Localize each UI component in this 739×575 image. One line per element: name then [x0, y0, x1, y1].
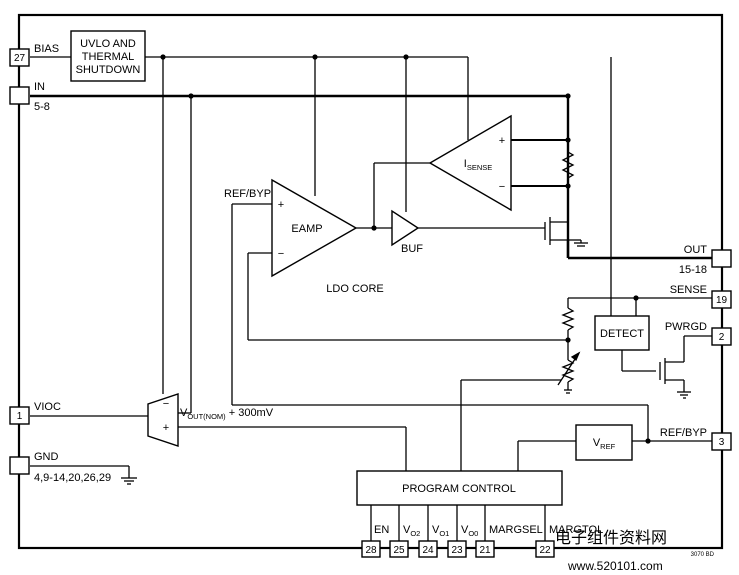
program-control-block — [356, 470, 563, 506]
divider-resistor-top — [561, 307, 575, 331]
pin-label-vioc: VIOC — [34, 401, 61, 413]
junction-dot — [645, 438, 651, 444]
pin-label-vo2: VO2 — [403, 524, 420, 538]
pin-number: 2 — [719, 332, 725, 343]
isense-amplifier — [428, 114, 512, 212]
pin-number: 1 — [17, 411, 23, 422]
eamp-amplifier — [271, 178, 358, 278]
isense-plus: + — [499, 135, 505, 147]
pin-out — [711, 249, 732, 268]
junction-dot — [371, 225, 377, 231]
junction-dot — [565, 137, 571, 143]
pin-label-sense: SENSE — [670, 284, 707, 296]
pin-number: 3 — [719, 437, 725, 448]
pin-label-margtol: MARGTOL — [549, 524, 603, 536]
watermark-url: www.520101.com — [567, 559, 663, 573]
uvlo-label-line1: UVLO AND — [80, 38, 136, 50]
pin-margtol — [535, 540, 555, 558]
junction-dot — [565, 183, 571, 189]
watermark-chinese: 电子组件资料网 — [555, 529, 667, 547]
junction-dot — [403, 54, 409, 60]
pin-label-margsel: MARGSEL — [489, 524, 543, 536]
junction-dot — [565, 337, 571, 343]
pin-gnd — [9, 456, 30, 475]
pin-vioc — [9, 406, 30, 425]
pin-label-bias: BIAS — [34, 43, 59, 55]
pin-number: 25 — [393, 545, 405, 556]
pin-label-in-pins: 5-8 — [34, 101, 50, 113]
pin-refbyp — [711, 432, 732, 451]
junction-dot — [160, 54, 166, 60]
pin-margsel — [475, 540, 495, 558]
vioc-amplifier — [147, 393, 179, 447]
pin-vo2 — [389, 540, 409, 558]
pin-number: 24 — [422, 545, 434, 556]
pin-label-in: IN — [34, 81, 45, 93]
pin-label-out-pins: 15-18 — [679, 264, 707, 276]
pin-in — [9, 86, 30, 105]
pin-sense — [711, 290, 732, 309]
isense-label: ISENSE — [464, 158, 493, 172]
uvlo-label-line2: THERMAL — [82, 51, 135, 63]
pin-label-out: OUT — [684, 244, 708, 256]
pin-label-vo0: VO0 — [461, 524, 478, 538]
junction-dot — [312, 54, 318, 60]
pin-number: 19 — [716, 295, 728, 306]
junction-dot — [188, 93, 194, 99]
pin-en — [361, 540, 381, 558]
pin-label-gnd: GND — [34, 451, 59, 463]
pin-label-gnd-pins: 4,9-14,20,26,29 — [34, 472, 111, 484]
eamp-plus: + — [278, 199, 284, 211]
buf-label: BUF — [401, 243, 423, 255]
vioc-minus: − — [163, 398, 169, 410]
detect-block — [594, 315, 650, 351]
ref-byp-internal-label: REF/BYP — [224, 188, 271, 200]
vref-block — [575, 424, 633, 461]
uvlo-label-line3: SHUTDOWN — [76, 64, 141, 76]
pin-bias — [9, 48, 30, 67]
pin-vo0 — [447, 540, 467, 558]
pin-label-refbyp: REF/BYP — [660, 427, 707, 439]
vout-nom-label: VOUT(NOM) + 300mV — [180, 407, 274, 421]
isense-minus: − — [499, 181, 505, 193]
junction-dot — [633, 295, 639, 301]
eamp-minus: − — [278, 248, 284, 260]
pin-label-pwrgd: PWRGD — [665, 321, 707, 333]
buf-buffer — [391, 209, 420, 247]
pin-vo1 — [418, 540, 438, 558]
pin-number: 28 — [365, 545, 377, 556]
figure-id: 3070 BD — [691, 552, 715, 558]
program-control-label: PROGRAM CONTROL — [402, 483, 516, 495]
eamp-label: EAMP — [291, 223, 322, 235]
sense-resistor — [561, 148, 575, 186]
pin-number: 23 — [451, 545, 463, 556]
uvlo-block — [70, 30, 146, 82]
pin-pwrgd — [711, 327, 732, 346]
ldo-core-label: LDO CORE — [326, 283, 383, 295]
pin-label-en: EN — [374, 524, 389, 536]
pin-number: 22 — [539, 545, 551, 556]
pin-number: 27 — [14, 53, 26, 64]
pin-number: 21 — [479, 545, 491, 556]
pin-label-vo1: VO1 — [432, 524, 449, 538]
detect-label: DETECT — [600, 328, 644, 340]
vioc-plus: + — [163, 422, 169, 434]
junction-dot — [565, 93, 571, 99]
vref-label: VREF — [593, 437, 616, 451]
